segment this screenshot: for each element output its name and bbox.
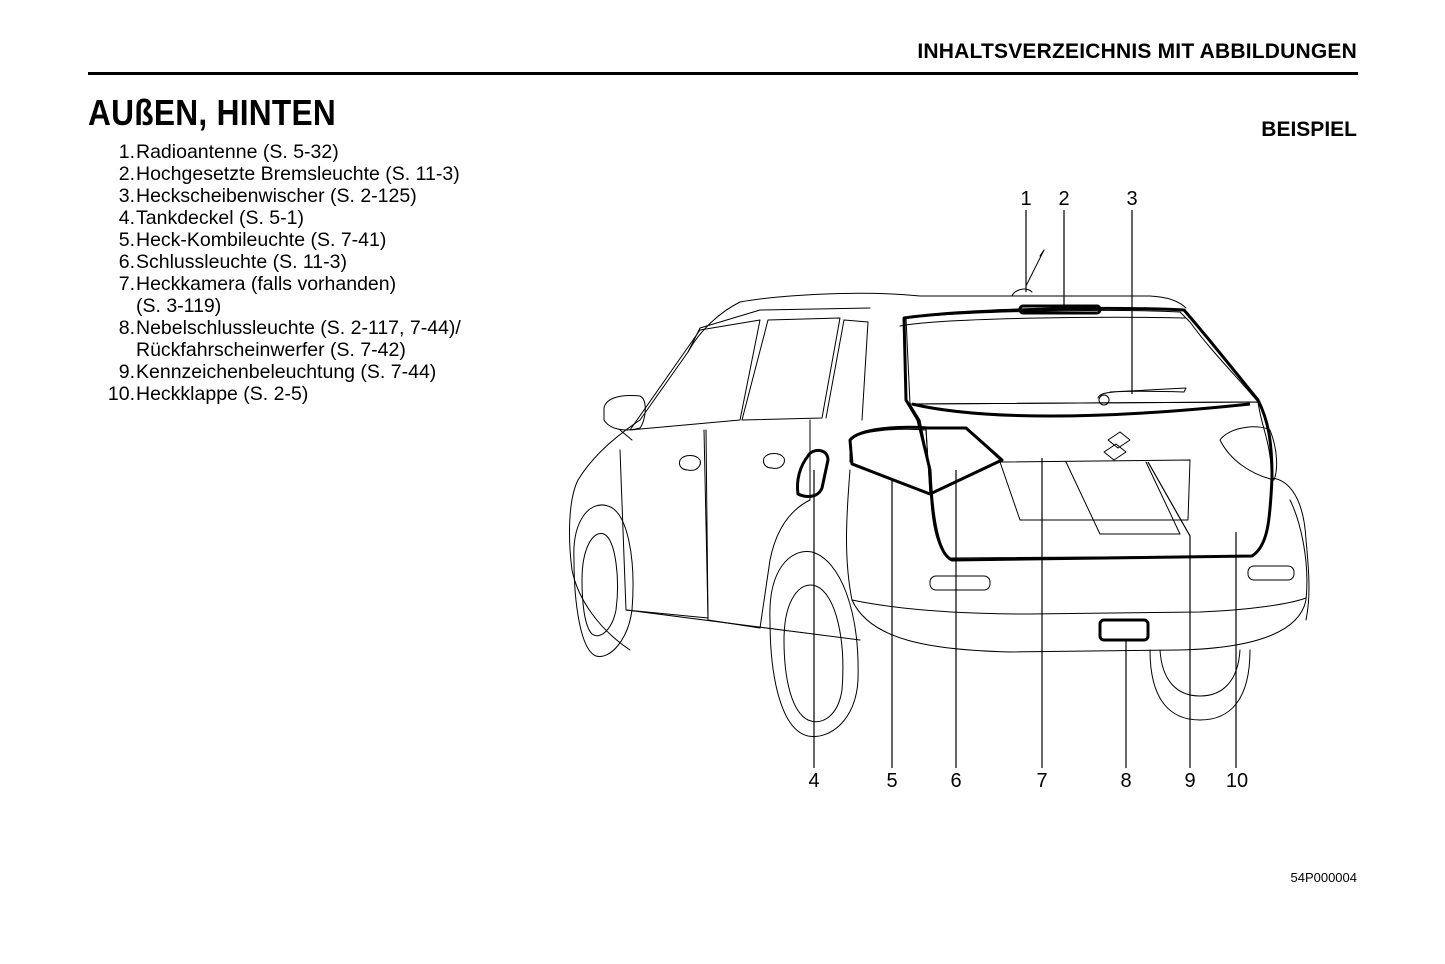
legend-text: Heck-Kombileuchte (S. 7-41)	[136, 229, 386, 251]
legend-item: 10.Heckklappe (S. 2-5)	[96, 383, 461, 405]
callout-number: 10	[1226, 770, 1248, 792]
legend-text: Heckklappe (S. 2-5)	[136, 383, 308, 405]
legend-item: 8.Nebelschlussleuchte (S. 2-117, 7-44)/R…	[96, 317, 461, 361]
legend-item: 1.Radioantenne (S. 5-32)	[96, 141, 461, 163]
section-title: INHALTSVERZEICHNIS MIT ABBILDUNGEN	[917, 40, 1357, 63]
legend-item: 4.Tankdeckel (S. 5-1)	[96, 207, 461, 229]
callout-number: 8	[1120, 770, 1131, 792]
legend-number: 3.	[118, 185, 135, 207]
legend-line: Nebelschlussleuchte (S. 2-117, 7-44)/	[136, 317, 461, 339]
callout-leaders	[813, 210, 1237, 768]
example-label: BEISPIEL	[1261, 118, 1357, 141]
callout-numbers: 1 2 3 4 5 6 7 8 9 10	[808, 188, 1248, 792]
image-code: 54P000004	[1290, 870, 1357, 885]
header-rule	[88, 72, 1358, 75]
legend-item: 7.Heckkamera (falls vorhanden)(S. 3-119)	[96, 273, 461, 317]
legend-number: 9.	[118, 361, 135, 383]
legend-line: Heckklappe (S. 2-5)	[136, 383, 309, 405]
legend-line: Tankdeckel (S. 5-1)	[136, 207, 304, 229]
legend-line: Heck-Kombileuchte (S. 7-41)	[136, 229, 387, 251]
legend-line: Rückfahrscheinwerfer (S. 7-42)	[136, 339, 406, 361]
legend-text: Radioantenne (S. 5-32)	[136, 141, 339, 163]
legend-text: Schlussleuchte (S. 11-3)	[136, 251, 347, 273]
legend-number: 5.	[118, 229, 135, 251]
legend-text: Hochgesetzte Bremsleuchte (S. 11-3)	[136, 163, 460, 185]
legend-text: Nebelschlussleuchte (S. 2-117, 7-44)/Rüc…	[136, 317, 461, 361]
highlight-outlines	[796, 304, 1274, 642]
legend-item: 5.Heck-Kombileuchte (S. 7-41)	[96, 229, 461, 251]
legend-number: 4.	[118, 207, 135, 229]
callout-number: 4	[808, 770, 819, 792]
car-outline	[569, 249, 1310, 737]
legend-item: 3.Heckscheibenwischer (S. 2-125)	[96, 185, 461, 207]
callout-number: 3	[1126, 188, 1137, 210]
legend-number: 1.	[118, 141, 135, 163]
legend-line: Hochgesetzte Bremsleuchte (S. 11-3)	[136, 163, 460, 185]
legend-number: 6.	[118, 251, 135, 273]
legend-number: 7.	[118, 273, 135, 295]
callout-number: 6	[950, 770, 961, 792]
legend-text: Tankdeckel (S. 5-1)	[136, 207, 304, 229]
legend-line: (S. 3-119)	[136, 295, 222, 317]
callout-number: 7	[1036, 770, 1047, 792]
legend-line: Heckkamera (falls vorhanden)	[136, 273, 397, 295]
callout-number: 1	[1020, 188, 1031, 210]
legend-item: 9.Kennzeichenbeleuchtung (S. 7-44)	[96, 361, 461, 383]
legend-item: 2.Hochgesetzte Bremsleuchte (S. 11-3)	[96, 163, 461, 185]
legend-line: Heckscheibenwischer (S. 2-125)	[136, 185, 417, 207]
legend-list: 1.Radioantenne (S. 5-32) 2.Hochgesetzte …	[96, 141, 461, 405]
legend-text: Heckkamera (falls vorhanden)(S. 3-119)	[136, 273, 396, 317]
legend-text: Heckscheibenwischer (S. 2-125)	[136, 185, 417, 207]
legend-line: Radioantenne (S. 5-32)	[136, 141, 339, 163]
legend-text: Kennzeichenbeleuchtung (S. 7-44)	[136, 361, 436, 383]
legend-item: 6.Schlussleuchte (S. 11-3)	[96, 251, 461, 273]
legend-number: 10.	[107, 383, 135, 405]
legend-number: 8.	[118, 317, 135, 339]
legend-line: Kennzeichenbeleuchtung (S. 7-44)	[136, 361, 437, 383]
callout-number: 2	[1058, 188, 1069, 210]
legend-number: 2.	[118, 163, 135, 185]
car-rear-illustration: 1 2 3 4 5 6 7 8 9 10	[569, 188, 1310, 792]
callout-number: 9	[1184, 770, 1195, 792]
callout-number: 5	[886, 770, 897, 792]
legend-line: Schlussleuchte (S. 11-3)	[136, 251, 347, 273]
page-title: AUßEN, HINTEN	[88, 92, 337, 133]
